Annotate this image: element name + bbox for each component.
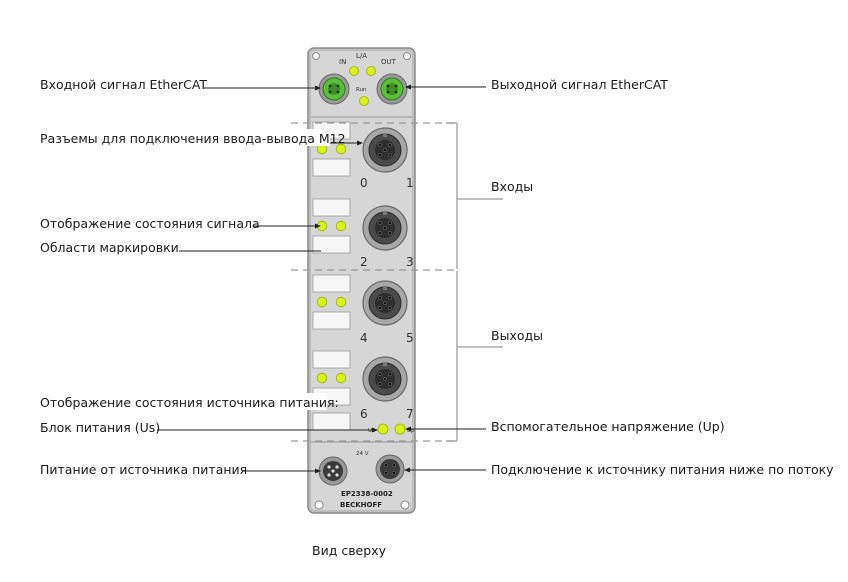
caption-top-view: Вид сверху xyxy=(312,543,387,558)
led-signal-7-icon xyxy=(335,372,347,384)
callout-arrowheads xyxy=(315,84,411,474)
led-la-in-icon xyxy=(349,66,359,76)
label-ethercat-out: Выходной сигнал EtherCAT xyxy=(491,77,668,92)
label-power-feed: Питание от источника питания xyxy=(40,462,247,477)
channel-number-5: 5 xyxy=(406,331,414,345)
label-signal-status: Отображение состояния сигнала xyxy=(40,216,260,231)
io-section xyxy=(312,121,408,431)
mounting-hole-bottom-right-icon xyxy=(400,500,410,510)
power-section: 24 V EP2338-0002 BECKHOFF xyxy=(318,451,405,509)
callout-lines xyxy=(157,86,503,472)
marking-area-5 xyxy=(312,311,351,330)
labels: Входной сигнал EtherCAT Выходной сигнал … xyxy=(38,77,834,558)
label-power-status: Отображение состояния источника питания: xyxy=(40,395,339,410)
m12-connector-3-pin-1 xyxy=(388,372,392,376)
m12-connector-3-pin-4 xyxy=(383,377,387,381)
ethercat-in-connector-icon xyxy=(318,73,350,105)
label-ethercat-in: Входной сигнал EtherCAT xyxy=(40,77,207,92)
label-power-status-bg xyxy=(38,393,327,410)
label-aux-voltage: Вспомогательное напряжение (Uр) xyxy=(491,419,725,434)
ethercat-out-connector-icon xyxy=(376,73,408,105)
channel-number-3: 3 xyxy=(406,255,414,269)
m12-connector-0-pin-4 xyxy=(383,148,387,152)
m12-connector-2-pin-2 xyxy=(378,306,382,310)
led-la-out-icon xyxy=(366,66,376,76)
m12-connector-1-pin-3 xyxy=(388,231,392,235)
label-power-us: Блок питания (Us) xyxy=(40,420,160,435)
led-power-up-icon xyxy=(394,423,406,435)
marking-area-4 xyxy=(312,274,351,293)
led-power-us-icon xyxy=(377,423,389,435)
label-out: OUT xyxy=(381,58,397,66)
group-boxes xyxy=(291,122,458,442)
model-label: EP2338-0002 xyxy=(341,490,393,498)
mounting-hole-top-right-icon xyxy=(403,52,411,60)
m12-connector-1-pin-1 xyxy=(388,221,392,225)
marking-area-6 xyxy=(312,350,351,369)
m12-connector-2-pin-4 xyxy=(383,301,387,305)
marking-area-3 xyxy=(312,235,351,254)
power-out-connector-icon xyxy=(375,454,405,484)
label-us: Us xyxy=(368,428,375,434)
led-run-icon xyxy=(359,96,369,106)
m12-connector-1-pin-2 xyxy=(378,231,382,235)
label-la: L/A xyxy=(356,52,367,60)
label-marking-areas: Области маркировки xyxy=(40,240,179,255)
m12-connector-3-pin-3 xyxy=(388,382,392,386)
led-signal-5-icon xyxy=(335,296,347,308)
m12-connector-1-key xyxy=(383,211,387,215)
m12-connector-0-key xyxy=(383,133,387,137)
m12-connector-0-pin-2 xyxy=(378,153,382,157)
power-in-connector-icon xyxy=(318,456,348,486)
label-outputs: Выходы xyxy=(491,328,543,343)
m12-connector-1-pin-4 xyxy=(383,226,387,230)
label-in: IN xyxy=(339,58,346,66)
m12-connector-3-key xyxy=(383,362,387,366)
brand-logo: BECKHOFF xyxy=(340,501,382,509)
channel-number-7: 7 xyxy=(406,407,414,421)
led-signal-6-icon xyxy=(316,372,328,384)
ethercat-section: IN L/A OUT Run xyxy=(318,52,408,106)
m12-connector-2-pin-3 xyxy=(388,306,392,310)
led-signal-3-icon xyxy=(335,220,347,232)
label-power-downstream: Подключение к источнику питания ниже по … xyxy=(491,462,834,477)
m12-connector-1-pin-0 xyxy=(378,221,382,225)
label-m12-connectors: Разъемы для подключения ввода-вывода М12 xyxy=(40,131,346,146)
label-up: Up xyxy=(407,428,415,434)
m12-connector-0-pin-3 xyxy=(388,153,392,157)
label-run: Run xyxy=(356,87,367,93)
channel-number-0: 0 xyxy=(360,176,368,190)
m12-connector-3-pin-0 xyxy=(378,372,382,376)
channel-number-2: 2 xyxy=(360,255,368,269)
label-m12-bg xyxy=(38,129,330,146)
m12-connector-0-pin-0 xyxy=(378,143,382,147)
m12-connector-2-pin-0 xyxy=(378,296,382,300)
led-signal-1-icon xyxy=(335,143,347,155)
marking-area-1 xyxy=(312,158,351,177)
m12-connector-3-pin-2 xyxy=(378,382,382,386)
mounting-hole-top-left-icon xyxy=(312,52,320,60)
marking-area-2 xyxy=(312,198,351,217)
m12-connector-2-pin-1 xyxy=(388,296,392,300)
mounting-hole-bottom-left-icon xyxy=(314,500,324,510)
m12-connector-2-key xyxy=(383,286,387,290)
marking-area-power xyxy=(312,412,351,431)
channel-number-4: 4 xyxy=(360,331,368,345)
channel-number-6: 6 xyxy=(360,407,368,421)
channel-number-1: 1 xyxy=(406,176,414,190)
label-inputs: Входы xyxy=(491,179,533,194)
label-24v: 24 V xyxy=(356,451,369,457)
m12-connector-0-pin-1 xyxy=(388,143,392,147)
led-signal-4-icon xyxy=(316,296,328,308)
